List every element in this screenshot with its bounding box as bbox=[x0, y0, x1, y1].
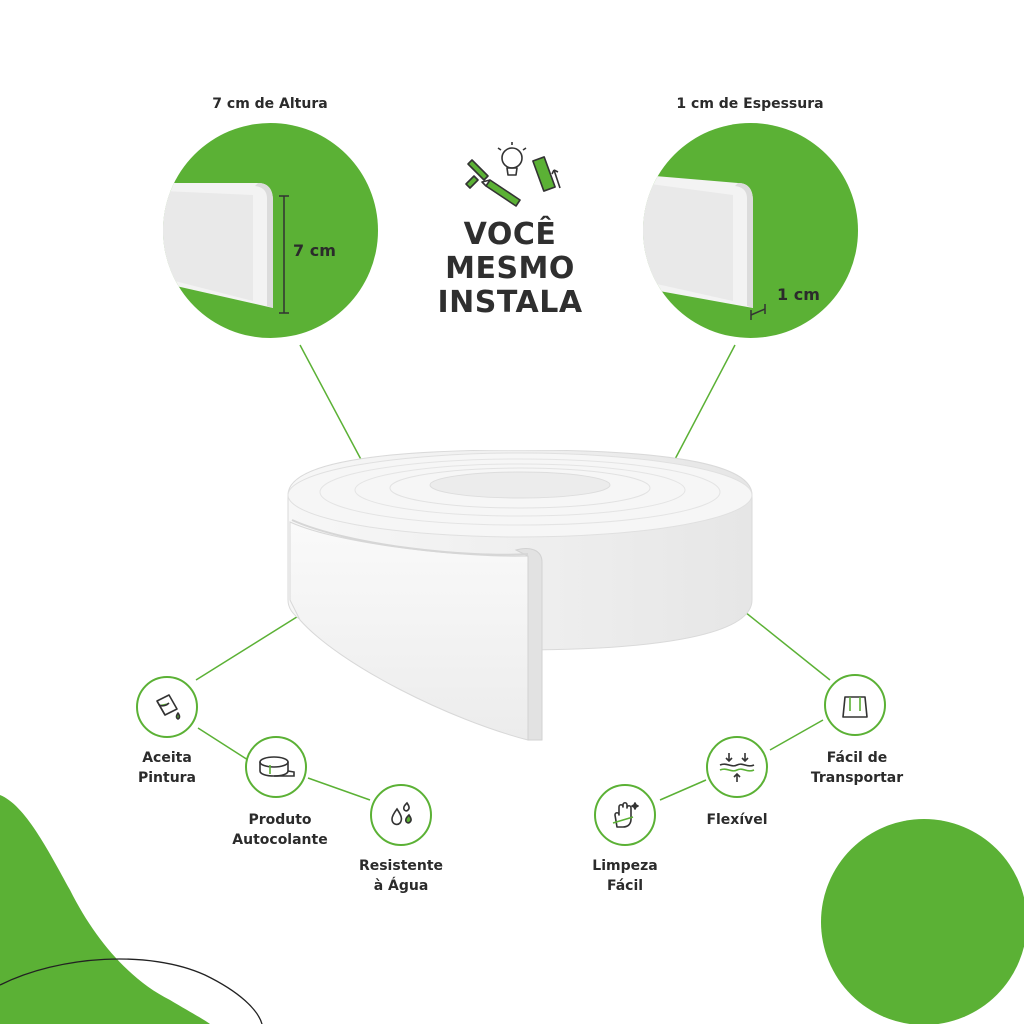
paint-feature-line-1: Aceita bbox=[142, 750, 192, 766]
height-callout-title: 7 cm de Altura bbox=[212, 96, 328, 112]
flexible-feature-label: Flexível bbox=[687, 810, 787, 830]
flexible-feature-circle bbox=[706, 736, 768, 798]
water-feature-circle bbox=[370, 784, 432, 846]
thickness-measure-label: 1 cm bbox=[777, 285, 820, 304]
skirting-roll-image bbox=[287, 450, 753, 741]
shopping-bag-icon bbox=[842, 696, 868, 718]
height-measure-label: 7 cm bbox=[293, 241, 336, 260]
adhesive-feature-line-2: Autocolante bbox=[232, 832, 328, 848]
water-feature-line-1: Resistente bbox=[358, 858, 444, 874]
cleaning-feature-line-1: Limpeza bbox=[592, 858, 658, 874]
transport-feature-line-1: Fácil de bbox=[826, 750, 888, 766]
transport-feature-circle bbox=[824, 674, 886, 736]
thickness-callout-title: 1 cm de Espessura bbox=[676, 96, 824, 112]
water-drops-icon bbox=[391, 801, 412, 826]
skirting-profile-image bbox=[163, 183, 289, 314]
green-circle-shape bbox=[821, 819, 1024, 1024]
thin-curve-line bbox=[0, 958, 263, 1024]
paint-feature-label: Aceita Pintura bbox=[117, 748, 217, 788]
paint-feature-circle bbox=[136, 676, 198, 738]
adhesive-feature-line-1: Produto bbox=[248, 812, 312, 828]
headline-line-2: MESMO bbox=[445, 251, 575, 286]
cleaning-feature-label: Limpeza Fácil bbox=[575, 856, 675, 896]
water-feature-label: Resistente à Água bbox=[346, 856, 456, 896]
flex-arrows-icon bbox=[719, 753, 755, 782]
cleaning-hand-icon bbox=[612, 801, 639, 828]
thickness-callout-circle: 1 cm bbox=[643, 123, 858, 338]
height-callout-circle: 7 cm bbox=[163, 123, 378, 338]
skirting-profile-image-2 bbox=[643, 175, 766, 320]
paint-bucket-icon bbox=[156, 694, 181, 720]
paint-feature-line-2: Pintura bbox=[137, 770, 197, 786]
tools-icon bbox=[465, 142, 561, 207]
headline: VOCÊ MESMO INSTALA bbox=[420, 218, 600, 320]
headline-line-1: VOCÊ bbox=[463, 217, 557, 252]
transport-feature-line-2: Transportar bbox=[810, 770, 904, 786]
adhesive-feature-circle bbox=[245, 736, 307, 798]
transport-feature-label: Fácil de Transportar bbox=[797, 748, 917, 788]
headline-line-3: INSTALA bbox=[437, 285, 583, 320]
cleaning-feature-circle bbox=[594, 784, 656, 846]
flexible-feature-line-1: Flexível bbox=[706, 812, 768, 828]
tape-roll-icon bbox=[259, 756, 295, 777]
adhesive-feature-label: Produto Autocolante bbox=[220, 810, 340, 850]
cleaning-feature-line-2: Fácil bbox=[606, 878, 644, 894]
water-feature-line-2: à Água bbox=[373, 878, 429, 894]
